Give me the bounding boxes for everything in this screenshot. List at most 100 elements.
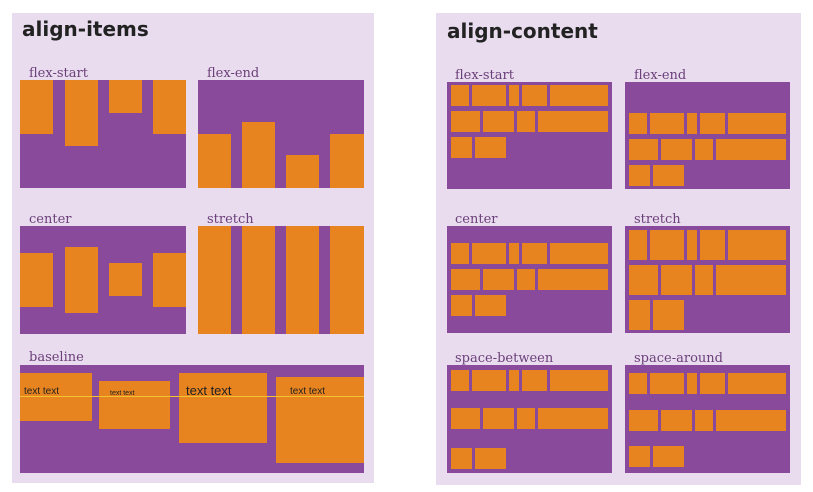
flex-item: [687, 373, 697, 394]
flex-item: [550, 85, 608, 106]
flex-item: [695, 410, 713, 431]
demo-items-center: [20, 226, 186, 334]
demo-items-stretch: [198, 226, 364, 334]
flex-item: [451, 448, 472, 469]
flex-item: [483, 269, 514, 290]
demo-items-baseline: text text text text text text text text: [20, 365, 364, 473]
flex-item: [550, 370, 608, 391]
flex-item: [65, 247, 98, 313]
flex-item: [509, 85, 519, 106]
align-content-title: align-content: [447, 19, 598, 43]
flex-item: [20, 253, 53, 307]
flex-item: [451, 85, 469, 106]
flex-item: [330, 226, 364, 334]
label-content-center: center: [455, 212, 498, 227]
flex-item: text text: [20, 373, 92, 421]
flex-item: [198, 134, 231, 188]
label-content-flex-start: flex-start: [455, 68, 514, 83]
demo-items-flex-end: [198, 80, 364, 188]
flex-item: [728, 373, 786, 394]
flex-item: [472, 85, 506, 106]
label-content-space-around: space-around: [634, 351, 723, 366]
baseline-text: text text: [24, 386, 60, 397]
flex-item: [509, 370, 519, 391]
flex-item: [629, 230, 647, 260]
flex-item: [451, 370, 469, 391]
flex-item: [517, 269, 535, 290]
flex-item: [629, 113, 647, 134]
flex-item: [695, 139, 713, 160]
align-items-title: align-items: [22, 17, 149, 41]
label-content-flex-end: flex-end: [634, 68, 687, 83]
flex-item: [538, 111, 608, 132]
flex-item: [700, 230, 725, 260]
flex-item: [700, 373, 725, 394]
flex-item: [451, 243, 469, 264]
flex-item: [451, 295, 472, 316]
flex-item: [629, 165, 650, 186]
label-items-flex-end: flex-end: [207, 66, 260, 81]
baseline-line: [20, 396, 364, 397]
flex-item: [650, 230, 684, 260]
flex-item: [475, 295, 506, 316]
flex-item: [330, 134, 364, 188]
flex-item: [509, 243, 519, 264]
flex-item: [538, 269, 608, 290]
flex-item: [483, 408, 514, 429]
flex-item: [451, 408, 480, 429]
demo-content-flex-end: [625, 82, 790, 189]
flex-item: [550, 243, 608, 264]
flex-item: [716, 265, 786, 295]
flex-item: [661, 410, 692, 431]
flex-item: [653, 300, 684, 330]
flex-item: [653, 446, 684, 467]
label-items-stretch: stretch: [207, 212, 254, 227]
flex-item: [629, 139, 658, 160]
label-items-center: center: [29, 212, 72, 227]
flex-item: [20, 80, 53, 134]
flex-item: [109, 80, 142, 113]
flex-item: [661, 265, 692, 295]
flex-item: [475, 448, 506, 469]
flex-item: [653, 165, 684, 186]
flex-item: [451, 137, 472, 158]
flex-item: [650, 113, 684, 134]
label-items-baseline: baseline: [29, 350, 84, 365]
flex-item: [109, 263, 142, 296]
flex-item: [728, 113, 786, 134]
baseline-text: text text: [290, 386, 326, 397]
flex-item: [538, 408, 608, 429]
flex-item: [650, 373, 684, 394]
flex-item: [695, 265, 713, 295]
flex-item: [629, 373, 647, 394]
flex-item: [629, 410, 658, 431]
flex-item: [661, 139, 692, 160]
flex-item: [451, 269, 480, 290]
demo-content-stretch: [625, 226, 790, 333]
flex-item: [483, 111, 514, 132]
flex-item: [517, 111, 535, 132]
flex-item: [153, 80, 186, 134]
align-items-panel: align-items flex-start flex-end center s…: [12, 13, 374, 483]
flex-item: [472, 243, 506, 264]
flex-item: [451, 111, 480, 132]
flex-item: [629, 446, 650, 467]
flex-item: [700, 113, 725, 134]
label-content-space-between: space-between: [455, 351, 554, 366]
demo-content-space-around: [625, 365, 790, 473]
flex-item: [517, 408, 535, 429]
flex-item: [242, 226, 275, 334]
flex-item: [153, 253, 186, 307]
flex-item: [716, 139, 786, 160]
align-content-panel: align-content flex-start flex-end center: [436, 13, 801, 485]
demo-items-flex-start: [20, 80, 186, 188]
flex-item: [629, 300, 650, 330]
flex-item: [716, 410, 786, 431]
flex-item: [198, 226, 231, 334]
label-content-stretch: stretch: [634, 212, 681, 227]
baseline-text: text text: [110, 390, 135, 397]
flex-item: [472, 370, 506, 391]
flex-item: [629, 265, 658, 295]
flex-item: [475, 137, 506, 158]
flex-item: [687, 113, 697, 134]
